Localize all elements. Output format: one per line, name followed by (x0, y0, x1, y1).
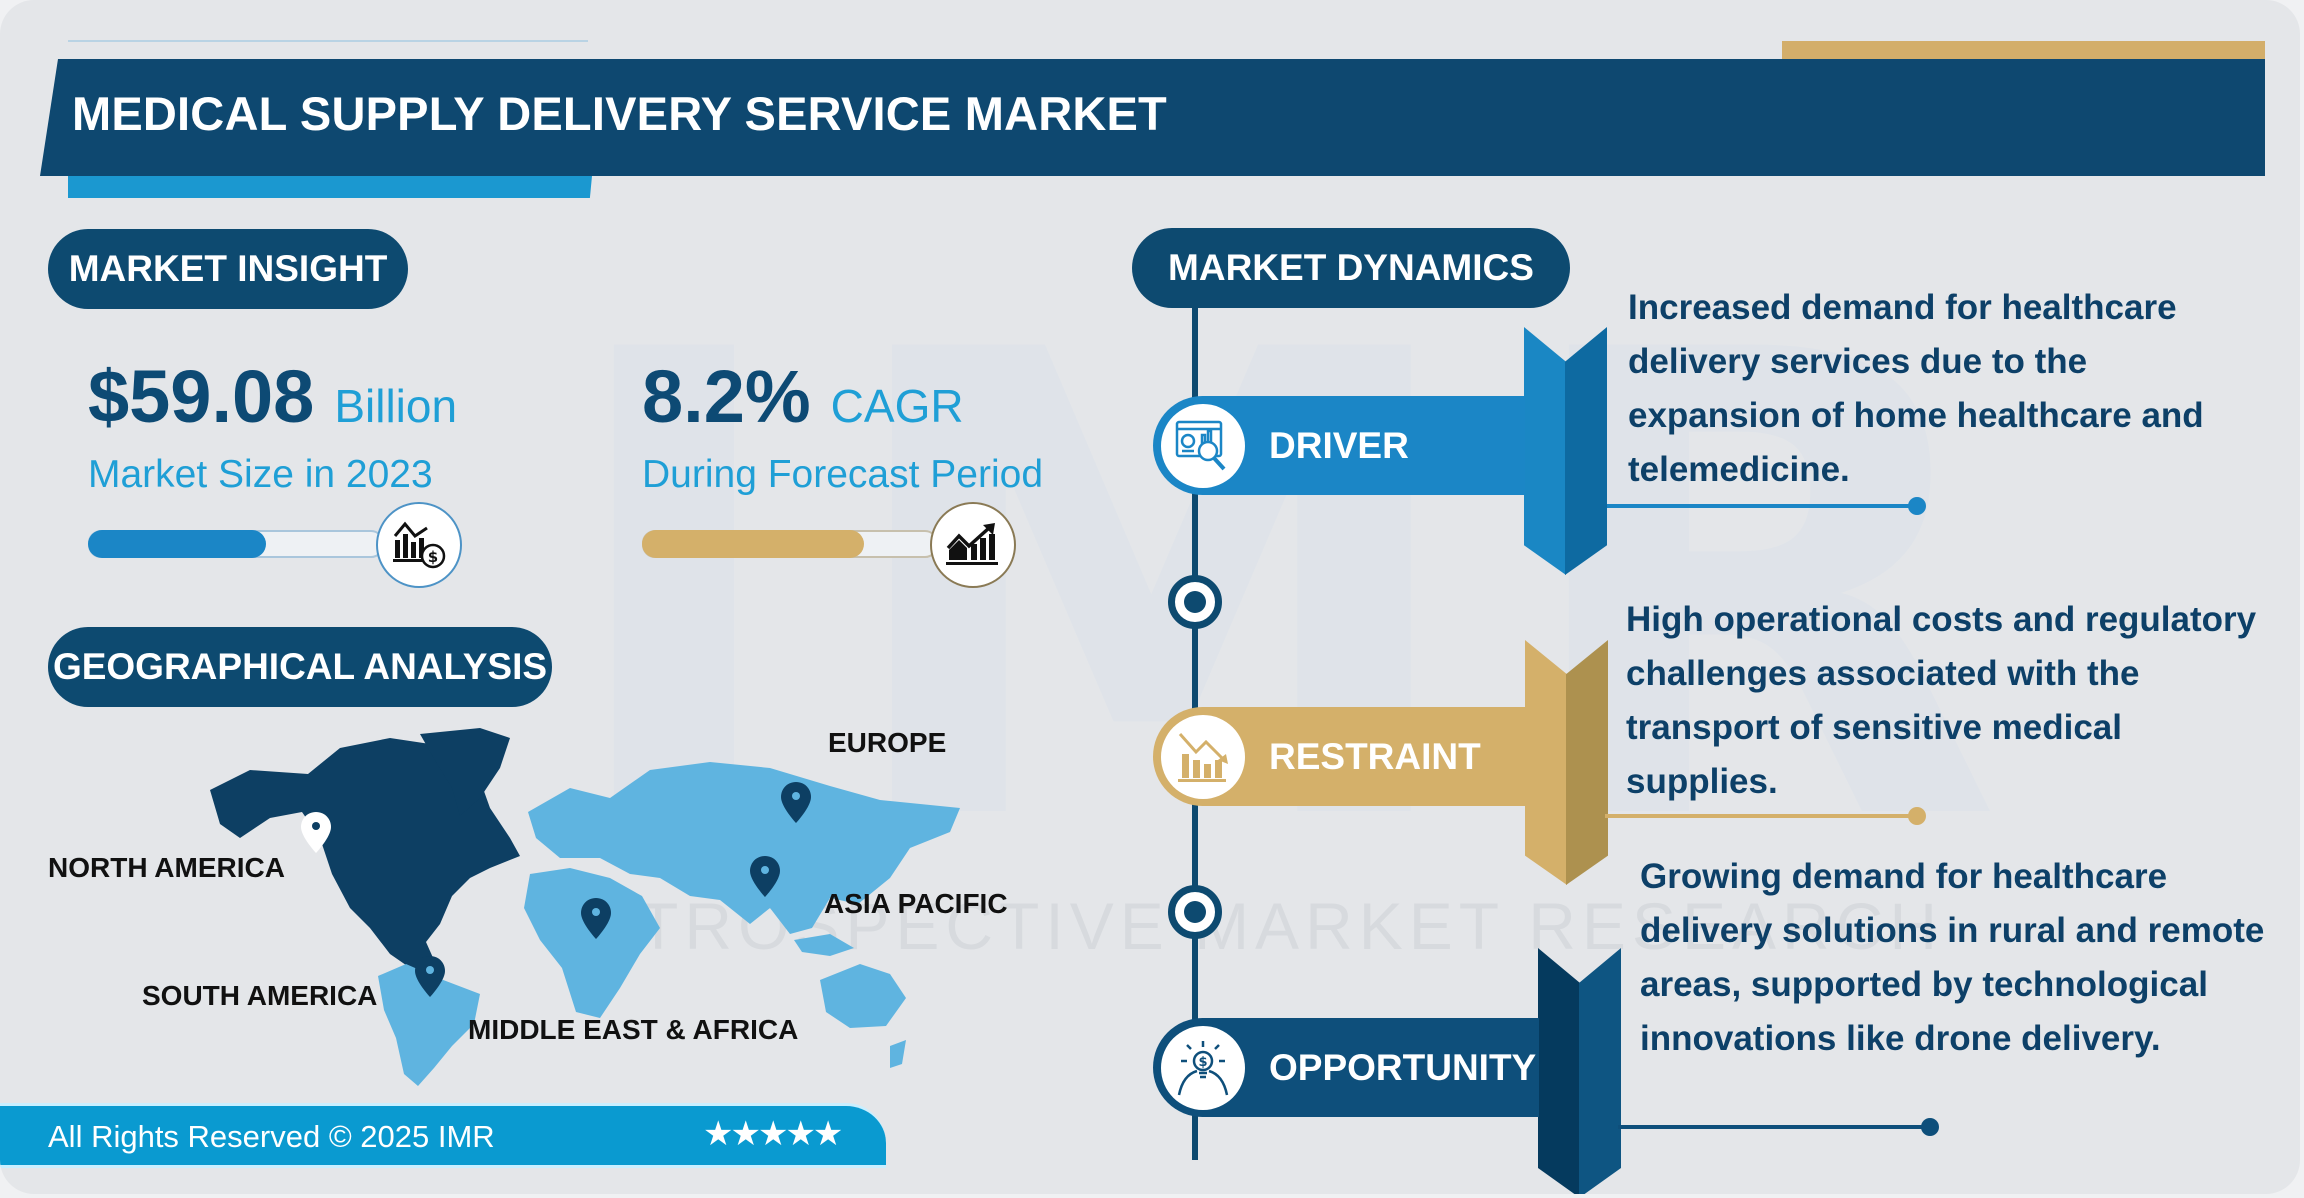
cagr-stat: 8.2%CAGR (642, 360, 964, 434)
opportunity-band: $ OPPORTUNITY (1153, 1018, 1539, 1117)
geographical-analysis-heading: GEOGRAPHICAL ANALYSIS (48, 627, 552, 707)
market-size-caption: Market Size in 2023 (88, 453, 433, 496)
market-size-progress-bar (88, 530, 384, 558)
market-dynamics-heading: MARKET DYNAMICS (1132, 228, 1570, 308)
pin-north-america-icon (301, 812, 331, 853)
driver-chevron (1524, 327, 1607, 575)
restraint-band: RESTRAINT (1153, 707, 1526, 806)
cagr-caption: During Forecast Period (642, 453, 1044, 496)
restraint-chevron (1525, 640, 1608, 885)
lightbulb-dollar-icon: $ (1161, 1025, 1245, 1110)
restraint-connector (1605, 814, 1917, 818)
opportunity-label: OPPORTUNITY (1269, 1046, 1537, 1088)
opportunity-description: Growing demand for healthcare delivery s… (1640, 857, 2265, 1058)
opportunity-chevron (1538, 948, 1621, 1194)
cagr-progress-fill (642, 530, 864, 558)
footer-copyright: All Rights Reserved © 2025 IMR (48, 1119, 495, 1154)
market-size-progress-fill (88, 530, 266, 558)
timeline-node-icon (1168, 885, 1222, 939)
header-bar (40, 59, 2265, 176)
page-title: MEDICAL SUPPLY DELIVERY SERVICE MARKET (72, 87, 1167, 140)
map-greenland (420, 728, 510, 816)
chart-dollar-icon: $ (376, 502, 462, 588)
declining-chart-icon (1161, 714, 1245, 799)
analytics-magnifier-icon (1161, 403, 1245, 488)
cagr-progress-bar (642, 530, 938, 558)
header-blue-stripe (68, 176, 592, 198)
market-size-value: $59.08 (88, 355, 315, 438)
world-map (210, 728, 960, 1086)
driver-band: DRIVER (1153, 396, 1525, 495)
map-eurasia (528, 762, 960, 934)
star-rating-icon: ★★★★★ (703, 1115, 843, 1153)
driver-description: Increased demand for healthcare delivery… (1628, 288, 2204, 489)
opportunity-connector (1618, 1125, 1930, 1129)
restraint-connector-dot (1908, 807, 1926, 825)
restraint-description: High operational costs and regulatory ch… (1626, 600, 2257, 801)
pin-middle-east-africa-icon (581, 898, 611, 939)
market-size-unit: Billion (334, 380, 458, 432)
opportunity-connector-dot (1921, 1118, 1939, 1136)
map-africa (524, 868, 660, 1018)
cagr-unit: CAGR (830, 380, 964, 432)
driver-connector-dot (1908, 497, 1926, 515)
cagr-value: 8.2% (642, 355, 811, 438)
pin-europe-icon (781, 782, 811, 823)
driver-label: DRIVER (1269, 424, 1409, 466)
svg-text:$: $ (428, 548, 438, 566)
pin-asia-pacific-icon (750, 856, 780, 897)
restraint-label: RESTRAINT (1269, 735, 1481, 777)
region-label-asia-pacific: ASIA PACIFIC (824, 888, 1008, 919)
region-label-middle-east-africa: MIDDLE EAST & AFRICA (468, 1014, 799, 1045)
market-insight-heading: MARKET INSIGHT (48, 229, 408, 309)
timeline-node-icon (1168, 575, 1222, 629)
region-label-europe: EUROPE (828, 727, 947, 758)
map-islands (794, 934, 906, 1068)
header-gold-stripe (1782, 41, 2265, 60)
header-accent-line (68, 40, 588, 42)
growth-chart-icon (930, 502, 1016, 588)
driver-connector (1607, 504, 1917, 508)
region-label-north-america: NORTH AMERICA (48, 852, 285, 883)
footer-bar (0, 1103, 886, 1168)
map-north-america (210, 738, 520, 972)
region-label-south-america: SOUTH AMERICA (142, 980, 378, 1011)
pin-south-america-icon (415, 956, 445, 997)
svg-text:$: $ (1198, 1055, 1207, 1070)
map-australia (820, 964, 906, 1028)
map-south-america (378, 964, 480, 1086)
